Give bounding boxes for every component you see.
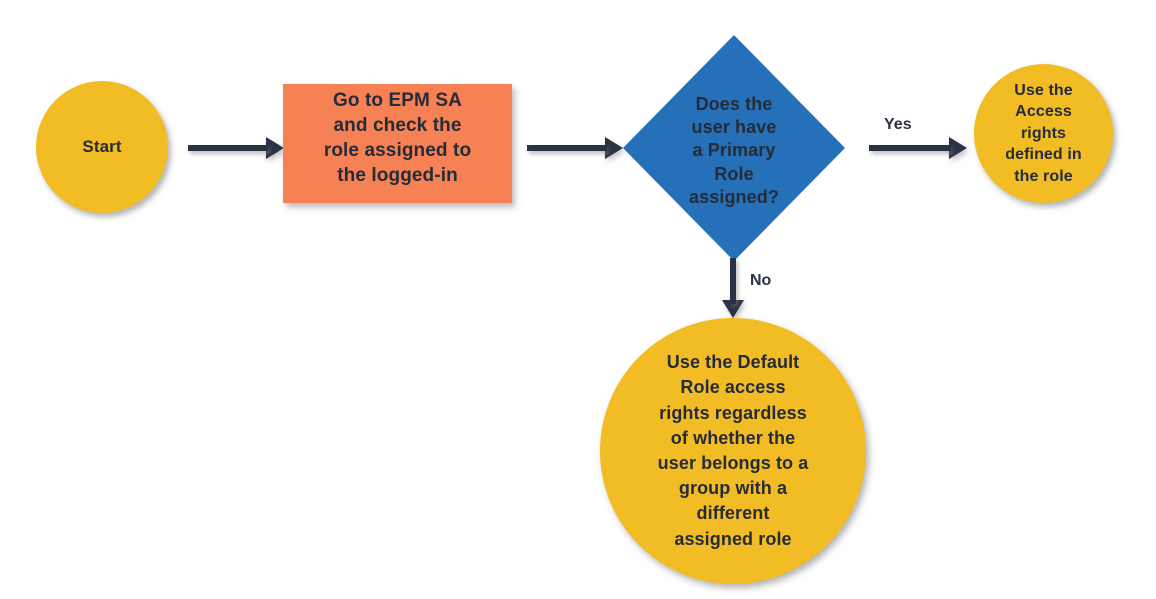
connector-start-to-process — [188, 145, 268, 151]
node-outcome-use-role-access[interactable]: Use the Access rights defined in the rol… — [974, 64, 1113, 203]
node-outcome-use-default-role[interactable]: Use the Default Role access rights regar… — [600, 318, 866, 584]
connector-decision-to-yes — [869, 145, 951, 151]
arrowhead-right-icon — [605, 137, 623, 159]
node-decision-primary-role[interactable]: Does the user have a Primary Role assign… — [623, 35, 845, 261]
edge-label-yes: Yes — [884, 116, 912, 133]
node-decision-label: Does the user have a Primary Role assign… — [689, 94, 779, 207]
node-start-label: Start — [82, 136, 122, 156]
node-process-label: Go to EPM SA and check the role assigned… — [323, 90, 472, 187]
arrowhead-down-icon — [722, 300, 744, 318]
connector-decision-to-no — [730, 258, 736, 304]
node-start[interactable]: Start — [36, 81, 168, 213]
node-process-check-role[interactable]: Go to EPM SA and check the role assigned… — [283, 84, 512, 203]
arrowhead-right-icon — [266, 137, 284, 159]
node-yes-outcome-label: Use the Access rights defined in the rol… — [1005, 81, 1082, 185]
connector-process-to-decision — [527, 145, 607, 151]
edge-label-no: No — [750, 272, 772, 289]
arrowhead-right-icon — [949, 137, 967, 159]
node-no-outcome-label: Use the Default Role access rights regar… — [657, 352, 809, 549]
